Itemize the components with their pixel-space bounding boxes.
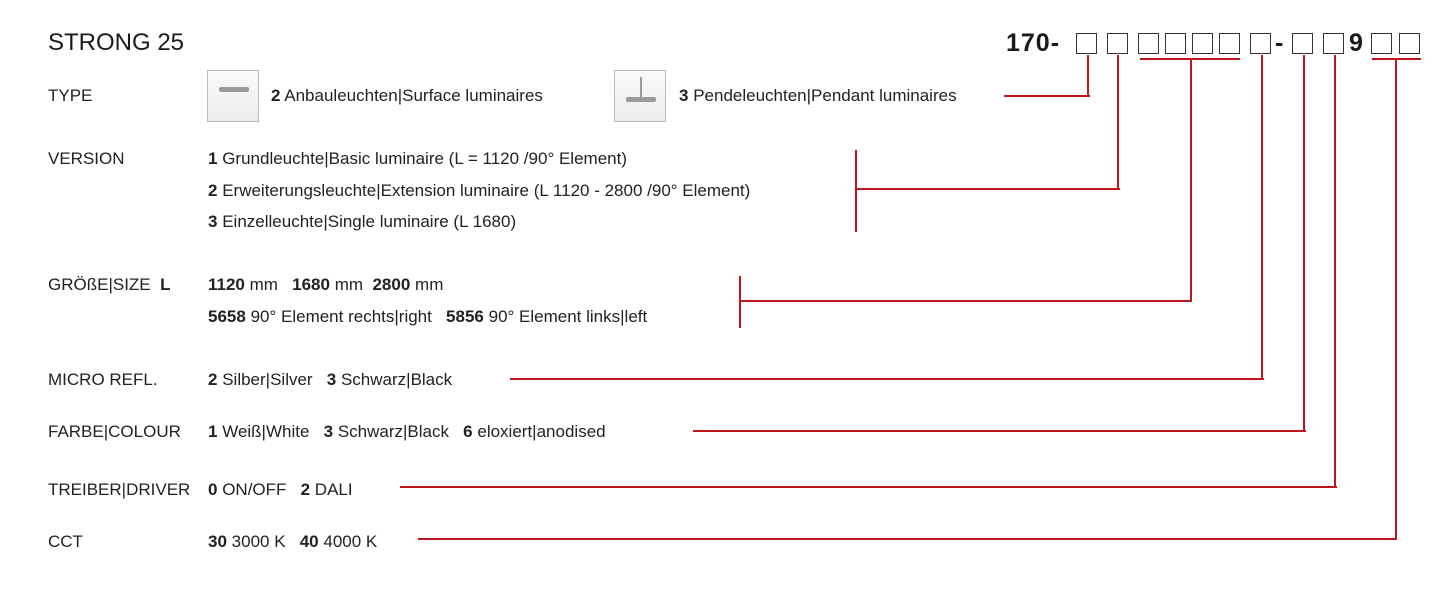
connector-cct-h — [418, 538, 1397, 540]
size-options-elements: 5658 90° Element rechts|right 5856 90° E… — [208, 307, 648, 326]
code-box-size-1 — [1138, 33, 1159, 54]
connector-size-v — [1190, 59, 1192, 302]
version-option-2: 2 Erweiterungsleuchte|Extension luminair… — [208, 181, 751, 200]
micro-refl-options: 2 Silber|Silver 3 Schwarz|Black — [208, 370, 453, 389]
size-options-lengths: 1120 mm 1680 mm 2800 mm — [208, 275, 444, 294]
version-option-3: 3 Einzelleuchte|Single luminaire (L 1680… — [208, 212, 517, 231]
driver-options: 0 ON/OFF 2 DALI — [208, 480, 353, 499]
connector-micro-h — [510, 378, 1264, 380]
code-box-micro — [1250, 33, 1271, 54]
code-box-cct-2 — [1399, 33, 1420, 54]
code-fixed-digit: 9 — [1349, 29, 1364, 57]
cct-options: 30 3000 K 40 4000 K — [208, 532, 378, 551]
surface-luminaire-icon — [207, 70, 259, 122]
connector-cct-v — [1395, 59, 1397, 540]
code-box-type — [1076, 33, 1097, 54]
colour-options: 1 Weiß|White 3 Schwarz|Black 6 eloxiert|… — [208, 422, 606, 441]
connector-colour-h — [693, 430, 1306, 432]
pendant-luminaire-icon — [614, 70, 666, 122]
connector-driver-h — [400, 486, 1337, 488]
code-box-size-2 — [1165, 33, 1186, 54]
connector-driver-v — [1334, 55, 1336, 488]
connector-micro-v — [1261, 55, 1263, 380]
code-box-size-3 — [1192, 33, 1213, 54]
connector-version-h — [855, 188, 1120, 190]
connector-size-h — [739, 300, 1192, 302]
connector-type-v — [1087, 55, 1089, 97]
type-option-surface: 2 Anbauleuchten|Surface luminaires — [271, 86, 543, 105]
type-label: TYPE — [48, 86, 93, 105]
connector-version-v — [1117, 55, 1119, 190]
driver-label: TREIBER|DRIVER — [48, 480, 191, 499]
code-dash: - — [1275, 29, 1285, 57]
version-option-1: 1 Grundleuchte|Basic luminaire (L = 1120… — [208, 149, 627, 168]
code-box-size-4 — [1219, 33, 1240, 54]
micro-refl-label: MICRO REFL. — [48, 370, 158, 389]
code-box-colour — [1292, 33, 1313, 54]
colour-label: FARBE|COLOUR — [48, 422, 181, 441]
version-label: VERSION — [48, 149, 125, 168]
connector-version-bracket — [855, 150, 857, 232]
code-box-version — [1107, 33, 1128, 54]
connector-colour-v — [1303, 55, 1305, 432]
code-box-driver — [1323, 33, 1344, 54]
cct-label: CCT — [48, 532, 83, 551]
type-option-pendant: 3 Pendeleuchten|Pendant luminaires — [679, 86, 957, 105]
code-box-cct-1 — [1371, 33, 1392, 54]
connector-type-h — [1004, 95, 1090, 97]
product-title: STRONG 25 — [48, 29, 185, 56]
size-label: GRÖßE|SIZE L — [48, 275, 171, 294]
connector-size-bracket — [739, 276, 741, 328]
code-prefix: 170- — [1006, 29, 1061, 57]
